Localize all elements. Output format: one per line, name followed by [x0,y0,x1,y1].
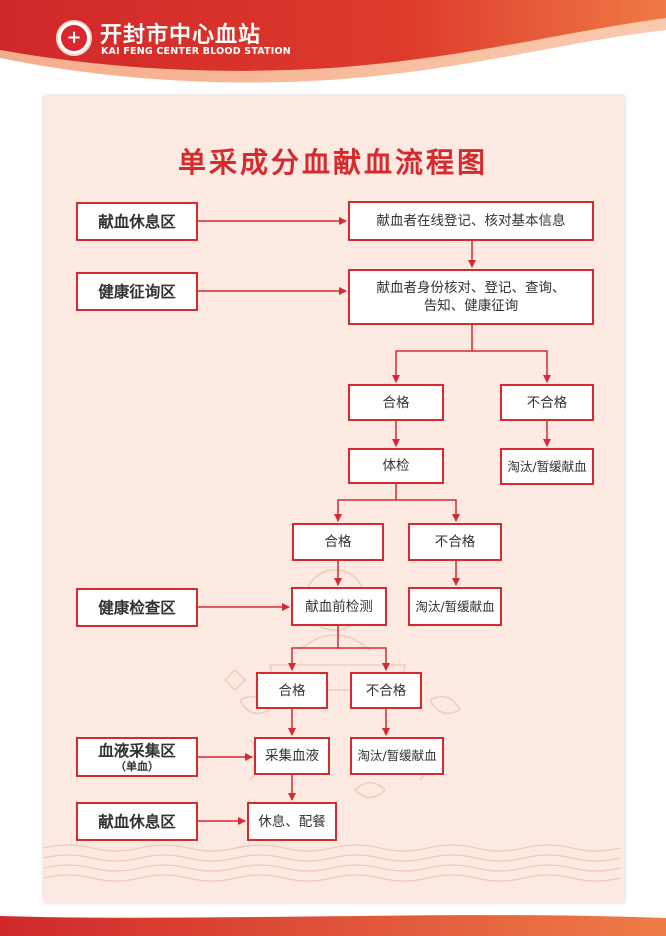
step-fail-3: 不合格 [350,672,422,709]
zone-blood-collection: 血液采集区 （单血） [76,737,198,777]
step-collect-blood: 采集血液 [254,737,330,775]
step-pass-1: 合格 [348,384,444,421]
zone-blood-collection-label: 血液采集区 [98,741,176,760]
step-eliminate-1: 淘汰/暂缓献血 [500,448,594,485]
step-rest-meal: 休息、配餐 [247,802,337,841]
step-eliminate-3: 淘汰/暂缓献血 [350,737,444,775]
step-online-registration: 献血者在线登记、核对基本信息 [348,201,594,241]
step-fail-2: 不合格 [408,523,502,561]
zone-blood-collection-sublabel: （单血） [115,759,159,773]
zone-health-check: 健康检查区 [76,588,198,627]
step-pass-3: 合格 [256,672,328,709]
step-eliminate-2: 淘汰/暂缓献血 [408,587,502,626]
zone-blood-donation-rest-2: 献血休息区 [76,802,198,841]
step-pass-2: 合格 [292,523,384,561]
step-identity-check-line2: 告知、健康征询 [423,298,519,314]
step-physical-exam: 体检 [348,448,444,484]
cross-icon: + [61,25,87,51]
org-name-en: KAI FENG CENTER BLOOD STATION [101,46,291,57]
step-fail-1: 不合格 [500,384,594,421]
header-banner [0,0,666,95]
diagram-title: 单采成分血献血流程图 [177,146,488,179]
step-identity-check-line1: 献血者身份核对、登记、查询、 [376,280,566,296]
step-pre-donation-test: 献血前检测 [291,587,387,626]
step-identity-check: 献血者身份核对、登记、查询、 告知、健康征询 [348,269,594,325]
org-name-cn: 开封市中心血站 [100,23,262,48]
zone-health-inquiry: 健康征询区 [76,272,198,311]
footer-bar [0,915,666,936]
zone-blood-donation-rest-1: 献血休息区 [76,202,198,241]
blood-station-logo: + [56,20,92,56]
